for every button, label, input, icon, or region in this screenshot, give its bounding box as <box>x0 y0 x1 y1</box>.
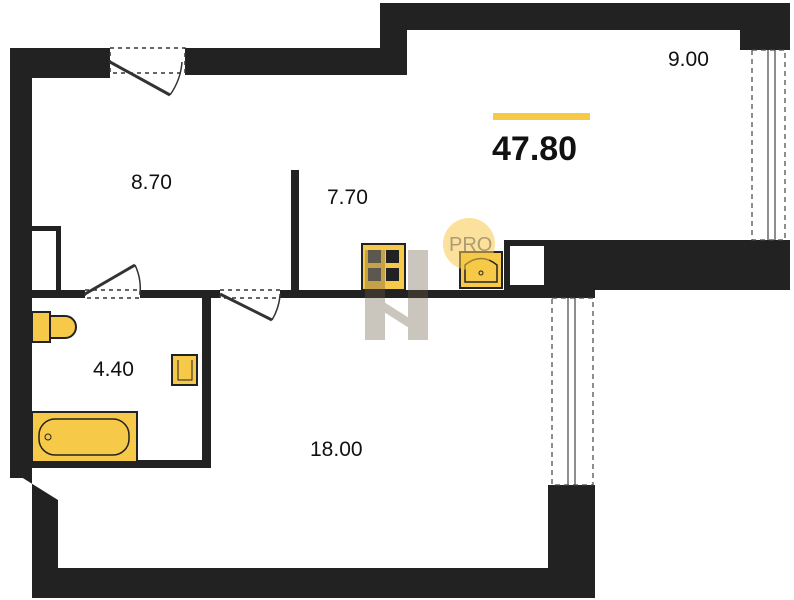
room-area-living-room: 18.00 <box>310 438 363 461</box>
total-area-accent-bar <box>493 113 590 120</box>
watermark-text: PRO <box>449 234 493 256</box>
shaft-box <box>504 240 550 291</box>
fixtures <box>31 240 550 463</box>
windows <box>551 49 786 486</box>
room-area-bathroom: 4.40 <box>93 358 134 381</box>
watermark-logo <box>365 250 428 340</box>
bathtub-icon <box>31 411 138 463</box>
bathroom-sink-icon <box>171 354 198 386</box>
room-area-hallway: 8.70 <box>131 171 172 194</box>
room-area-kitchen: 7.70 <box>327 186 368 209</box>
room-area-balcony: 9.00 <box>668 48 709 71</box>
stove-icon <box>361 243 406 291</box>
toilet-icon <box>31 311 77 343</box>
walls <box>10 3 790 598</box>
total-area: 47.80 <box>492 130 578 168</box>
watermark-circle <box>443 218 495 270</box>
doors <box>84 47 281 322</box>
